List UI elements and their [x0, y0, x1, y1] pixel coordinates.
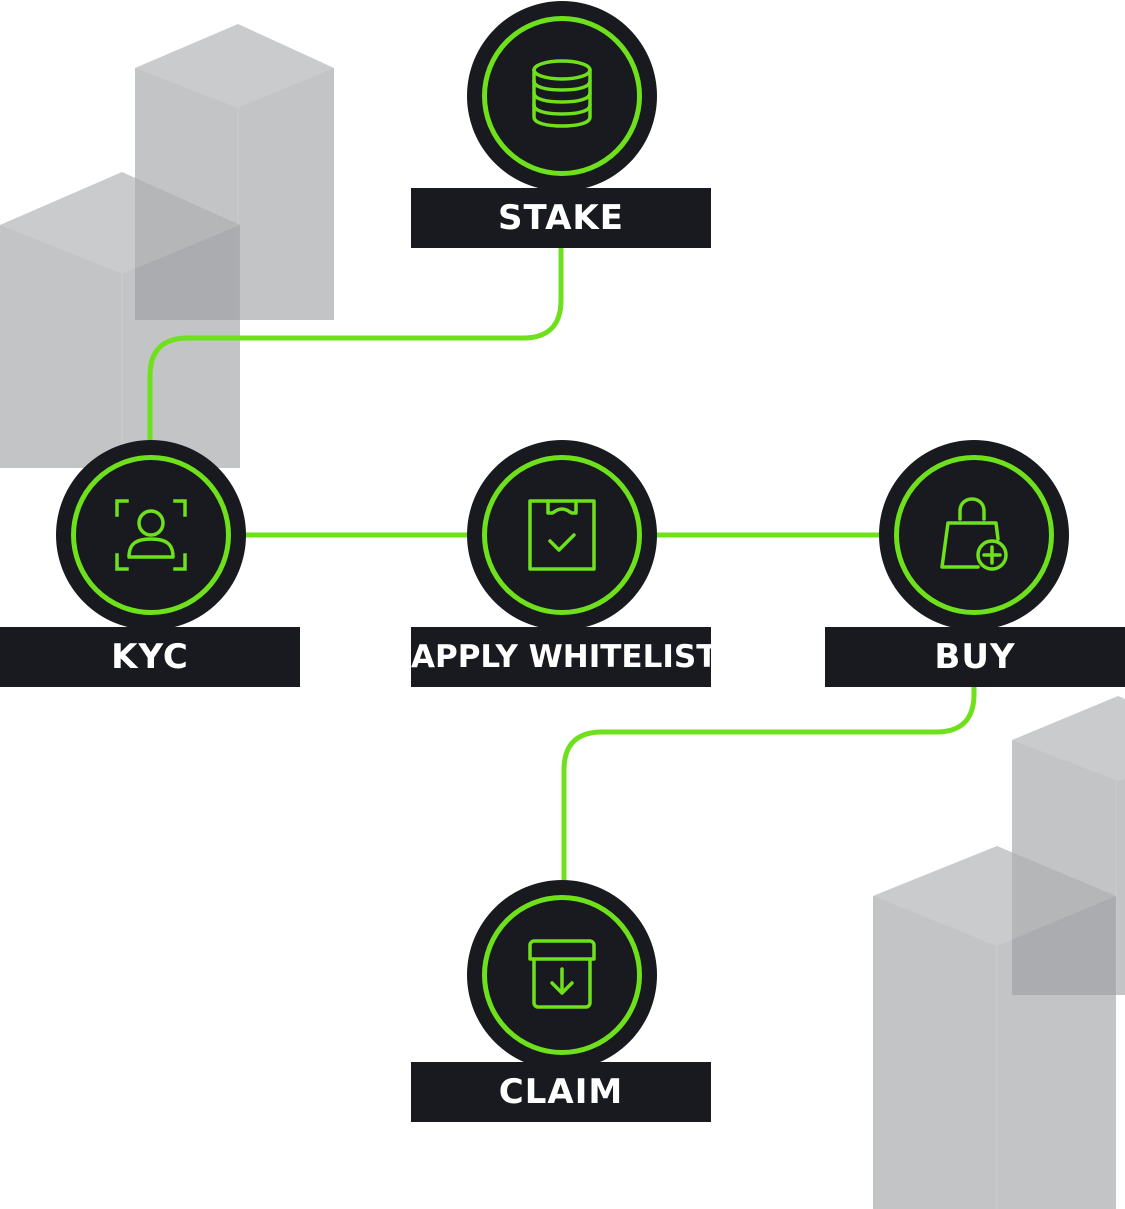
buy-node [879, 440, 1069, 630]
face-scan-icon [115, 499, 187, 571]
clipboard-check-icon [528, 499, 596, 571]
step-label-buy: BUY [825, 627, 1125, 687]
decor-block-bottom-right-front [873, 846, 1116, 1209]
decor-block-top-left-front [0, 172, 240, 468]
apply-whitelist-node [467, 440, 657, 630]
connector-stake-kyc [147, 245, 564, 443]
step-label-claim: CLAIM [411, 1062, 711, 1122]
kyc-node [56, 440, 246, 630]
coin-stack-icon [532, 59, 592, 128]
claim-node [467, 880, 657, 1070]
shopping-bag-plus-icon [940, 497, 1008, 571]
connector-buy-claim [561, 683, 977, 887]
step-label-apply-whitelist: APPLY WHITELIST [411, 627, 711, 687]
step-label-stake: STAKE [411, 188, 711, 248]
stake-node [467, 1, 657, 191]
box-download-icon [528, 939, 596, 1009]
step-label-kyc: KYC [0, 627, 300, 687]
